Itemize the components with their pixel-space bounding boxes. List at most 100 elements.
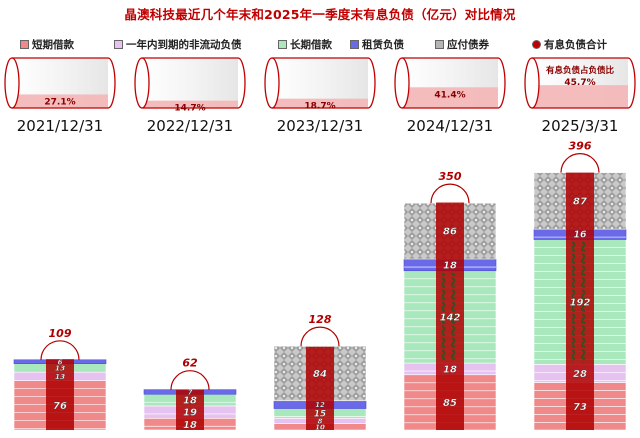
- segment-value-label: 142: [440, 313, 461, 324]
- segment-value-label: 10: [315, 423, 325, 431]
- legend-label: 长期借款: [290, 39, 332, 51]
- cylinder-outline: [532, 57, 628, 109]
- cylinder-left-cap: [524, 57, 540, 109]
- segment-value-label: 84: [313, 369, 327, 380]
- cylinder-left-cap: [264, 57, 280, 109]
- cylinder-fill: [12, 94, 108, 108]
- cylinder-left-cap: [4, 57, 20, 109]
- legend-label: 短期借款: [32, 39, 74, 51]
- segment-value-label: 87: [573, 196, 587, 207]
- legend-swatch: [532, 40, 541, 49]
- legend-label: 一年内到期的非流动负债: [126, 39, 242, 51]
- total-value-label: 109: [49, 327, 72, 340]
- total-arc: [300, 326, 340, 347]
- segment-value-label: 15: [314, 410, 326, 420]
- legend-item: 短期借款: [20, 37, 74, 52]
- ratio-cylinder: 有息负债占负债比 45.7%: [524, 57, 636, 109]
- legend-label: 租赁负债: [362, 39, 404, 51]
- legend-label: 应付债券: [447, 39, 489, 51]
- stacked-bar: 85 18 142 18 86 350: [403, 170, 497, 431]
- total-arc: [560, 153, 600, 173]
- chart-title: 晶澳科技最近几个年末和2025年一季度末有息负债（亿元）对比情况: [124, 7, 516, 22]
- legend-swatch: [114, 40, 123, 49]
- cylinder-left-cap: [394, 57, 410, 109]
- segment-value-label: 18: [443, 365, 457, 376]
- segment-value-label: 18: [443, 261, 457, 272]
- cylinder-right-cap: [237, 57, 246, 109]
- cylinder-right-cap: [627, 57, 636, 109]
- cylinder-right-cap: [497, 57, 506, 109]
- cylinder-right-cap: [107, 57, 116, 109]
- segment-value-label: 28: [573, 369, 587, 380]
- legend-item: 有息负债合计: [532, 37, 607, 52]
- total-column: [176, 389, 204, 430]
- cylinder-fill: [532, 85, 628, 108]
- legend-swatch: [278, 40, 287, 49]
- total-arc: [40, 340, 80, 360]
- period-label: 2021/12/31: [16, 117, 104, 135]
- segment-value-label: 18: [183, 420, 197, 431]
- cylinder-fill: [272, 98, 368, 108]
- segment-value-label: 13: [55, 364, 65, 373]
- cylinder-fill: [402, 87, 498, 108]
- cylinder-fill: [142, 100, 238, 108]
- legend-item: 一年内到期的非流动负债: [114, 37, 242, 52]
- period-label: 2025/3/31: [541, 117, 619, 135]
- segment-value-label: 85: [443, 398, 457, 409]
- ratio-label: 45.7%: [564, 78, 595, 88]
- total-arc: [430, 183, 470, 204]
- ratio-cylinder: 18.7%: [264, 57, 376, 112]
- ratio-label: 14.7%: [174, 104, 205, 114]
- period-label: 2024/12/31: [406, 117, 494, 135]
- total-arc: [170, 370, 210, 390]
- cylinder-right-cap: [367, 57, 376, 109]
- segment-value-label: 73: [573, 402, 587, 413]
- segment-value-label: 18: [183, 396, 197, 407]
- ratio-caption: 有息负债占负债比: [546, 65, 615, 76]
- segment-value-label: 76: [53, 401, 67, 412]
- legend-item: 长期借款: [278, 37, 332, 52]
- stacked-bar: 73 28 192 16 87 396: [533, 140, 627, 431]
- total-value-label: 396: [569, 140, 592, 153]
- total-value-label: 350: [439, 170, 462, 183]
- ratio-cylinder: 41.4%: [394, 57, 506, 109]
- total-column: [306, 346, 334, 430]
- legend-item: 应付债券: [435, 37, 489, 52]
- legend-item: 租赁负债: [350, 37, 404, 52]
- ratio-cylinder: 14.7%: [134, 57, 246, 114]
- legend-swatch: [20, 40, 29, 49]
- segment-value-label: 7: [188, 388, 193, 396]
- segment-value-label: 13: [55, 372, 65, 381]
- segment-value-label: 12: [315, 401, 325, 409]
- period-label: 2022/12/31: [146, 117, 234, 135]
- cylinder-outline: [402, 57, 498, 109]
- period-label: 2023/12/31: [276, 117, 364, 135]
- total-value-label: 62: [182, 357, 198, 370]
- cylinder-left-cap: [134, 57, 150, 109]
- segment-value-label: 8: [318, 417, 323, 425]
- texture-overlay: [442, 272, 458, 362]
- cylinder-outline: [12, 57, 108, 109]
- cylinder-outline: [142, 57, 238, 109]
- legend-swatch: [350, 40, 359, 49]
- cylinder-outline: [272, 57, 368, 109]
- legend-swatch: [435, 40, 444, 49]
- legend-label: 有息负债合计: [544, 39, 607, 51]
- segment-value-label: 16: [573, 230, 587, 241]
- total-value-label: 128: [309, 313, 332, 326]
- segment-value-label: 192: [570, 298, 591, 309]
- segment-value-label: 19: [183, 408, 197, 419]
- cylinder-body: [142, 58, 238, 108]
- texture-overlay: [572, 241, 588, 363]
- segment-value-label: 86: [443, 227, 457, 238]
- segment-value-label: 6: [58, 358, 63, 366]
- ratio-label: 41.4%: [434, 90, 465, 100]
- ratio-label: 18.7%: [304, 102, 335, 112]
- total-column: [46, 359, 74, 430]
- ratio-cylinder: 27.1%: [4, 57, 116, 109]
